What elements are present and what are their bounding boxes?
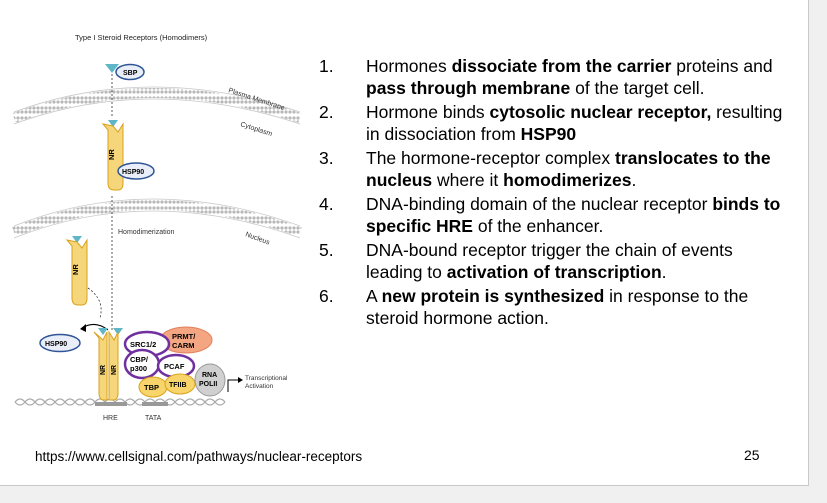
nuclear-membrane [12,200,302,237]
nuclear-receptor-2 [65,238,88,306]
source-url[interactable]: https://www.cellsignal.com/pathways/nucl… [35,449,363,464]
hre-label: HRE [103,415,118,422]
step-item: 5. DNA-bound receptor trigger the chain o… [306,239,786,283]
nr-label-2: NR [71,264,80,275]
step-text: DNA-bound receptor trigger the chain of … [366,240,733,282]
pcaf-label: PCAF [164,362,185,371]
step-text-bold: cytosolic nuclear receptor, [489,102,712,122]
prmt-label: PRMT/ [172,332,196,341]
step-text: where it [432,170,504,190]
nr-dimer-right [108,330,119,401]
homodimerization-label: Homodimerization [118,229,175,236]
nr-dimer-label-2: NR [111,365,118,375]
sbp-label: SBP [123,70,138,77]
cbp-label: CBP/ [130,355,149,364]
page-number: 25 [744,447,760,463]
step-item: 4. DNA-binding domain of the nuclear rece… [306,193,786,237]
step-number: 5. [319,240,334,260]
hre-site [95,402,127,406]
rna-polii [194,363,226,397]
dna-strand [14,398,226,406]
transcriptional-label: Transcriptional [245,375,288,382]
step-text: A [366,286,382,306]
step-text: Hormones [366,56,452,76]
sbp-carrier [115,63,145,81]
step-number: 3. [319,148,334,168]
vertical-scrollbar[interactable] [809,0,827,503]
step-text: The hormone-receptor complex [366,148,615,168]
tata-site [142,402,168,406]
step-text: of the target cell. [570,78,705,98]
plasma-membrane [12,88,302,123]
step-number: 4. [319,194,334,214]
tata-label: TATA [145,415,162,422]
step-text-bold: activation of transcription [446,262,662,282]
step-text-bold: translocates to the nucleus [366,148,771,190]
diagram-title: Type I Steroid Receptors (Homodimers) [75,33,208,42]
step-text-bold: new protein is synthesized [381,286,605,306]
hsp90-label-1: HSP90 [122,169,144,176]
tfiib-label: TFIIB [169,382,187,389]
step-number: 6. [319,286,334,306]
hsp90-label-2: HSP90 [45,341,67,348]
hsp90-bound [117,162,155,180]
steps-list: 1. Hormones dissociate from the carrier p… [306,55,786,331]
step-text: in response to the steroid hormone actio… [366,286,749,328]
cytoplasm-label: Cytoplasm [239,121,273,138]
horizontal-scrollbar[interactable] [0,486,809,503]
step-text: DNA-binding domain of the nuclear recept… [366,194,713,214]
hsp90-released [39,333,81,353]
step-item: 6. A new protein is synthesized in respon… [306,285,786,329]
tbp-label: TBP [144,383,159,392]
hormone-triangle [105,64,119,73]
step-item: 2. Hormone binds cytosolic nuclear recept… [306,101,786,145]
p300-label: p300 [130,364,147,373]
step-text-bold: pass through membrane [366,78,571,98]
step-text: . [661,262,667,282]
nucleus-label: Nucleus [244,231,271,246]
step-text-bold: dissociate from the carrier [451,56,672,76]
step-text: resulting in dissociation from [366,102,783,144]
nr-dimer-label-1: NR [100,365,107,375]
rna-label: RNA [202,372,217,379]
transcription-arrow [227,379,240,392]
steroid-receptor-diagram: Type I Steroid Receptors (Homodimers) Pl… [12,33,302,422]
step-text-bold: binds to specific HRE [366,194,781,236]
step-text-bold: homodimerizes [503,170,632,190]
slide: Type I Steroid Receptors (Homodimers) Pl… [0,0,809,486]
hormone-triangle-3 [72,236,82,243]
step-text: proteins and [671,56,773,76]
nr-label-1: NR [107,149,116,160]
step-item: 1. Hormones dissociate from the carrier p… [306,55,786,99]
nr-dimer-left [93,331,108,401]
src-label: SRC1/2 [130,340,156,349]
hormone-triangle-2 [108,120,118,127]
step-text: Hormone binds [366,102,490,122]
step-number: 2. [319,102,334,122]
step-text: . [631,170,637,190]
polii-label: POLII [199,381,217,388]
carm-label: CARM [172,341,195,350]
step-text-bold: HSP90 [520,124,577,144]
activation-label: Activation [245,383,274,390]
step-item: 3. The hormone-receptor complex transloca… [306,147,786,191]
step-number: 1. [319,56,334,76]
step-text: of the enhancer. [472,216,604,236]
